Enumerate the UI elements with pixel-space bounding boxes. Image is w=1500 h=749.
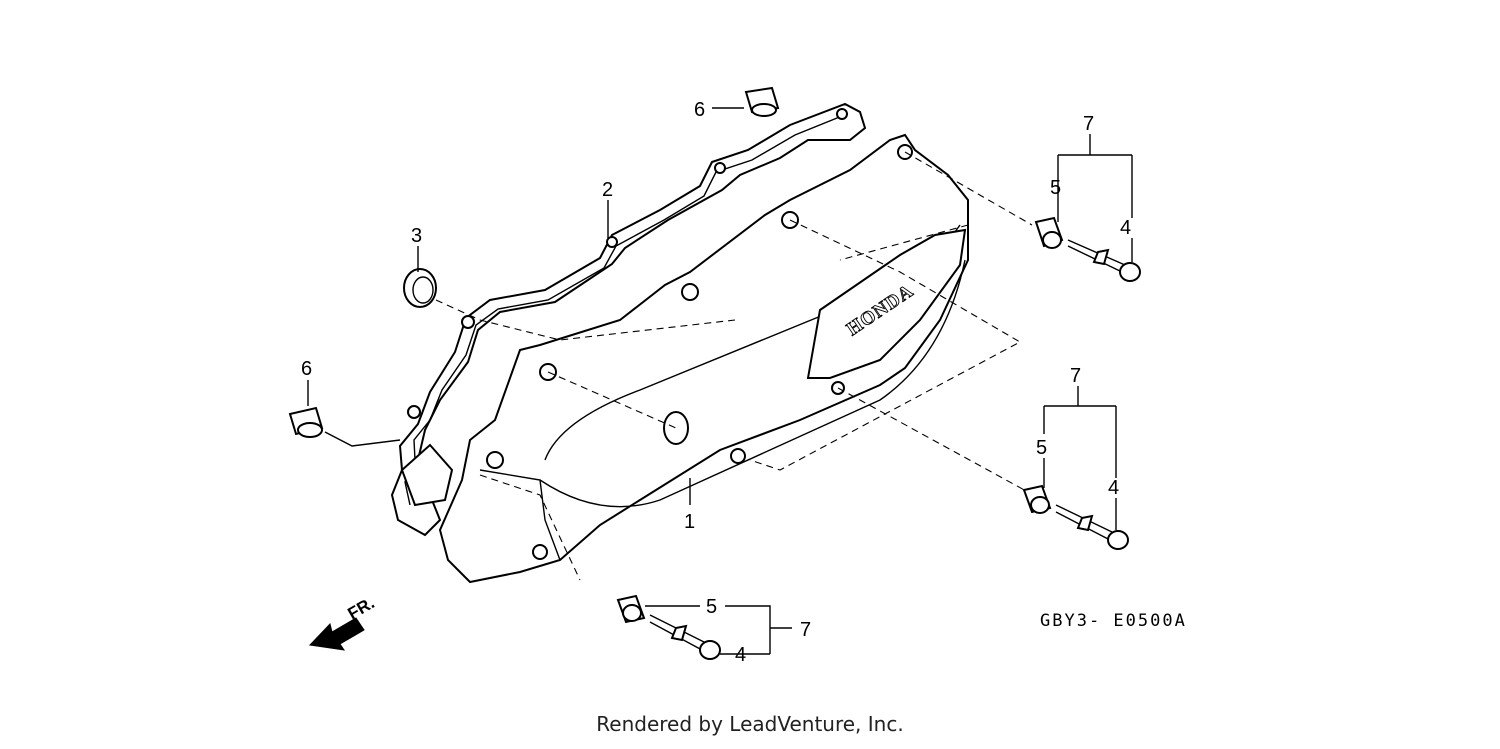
callout-6-left: 6: [301, 358, 312, 380]
gasket-hole: [407, 405, 421, 419]
diagram-code: GBY3- E0500A: [1040, 611, 1187, 631]
bolt-hole: [730, 448, 746, 464]
front-direction-label: FR.: [345, 593, 378, 623]
gasket-part: [390, 102, 867, 537]
leader-lines: [307, 107, 1133, 655]
bolt-upper: [1067, 239, 1141, 282]
bolt-hole: [532, 544, 548, 560]
callout-6-top: 6: [694, 99, 705, 121]
washer-lower: [616, 594, 646, 624]
callout-2: 2: [602, 179, 613, 201]
callout-5-upper: 5: [1050, 177, 1061, 199]
bolt-middle: [1055, 504, 1129, 550]
callout-4-lower: 4: [735, 644, 746, 666]
callout-5-middle: 5: [1036, 437, 1047, 459]
gasket-hole: [836, 108, 848, 120]
callout-7-lower: 7: [800, 619, 811, 641]
crankcase-cover-part: HONDA: [438, 133, 969, 584]
gasket-hole: [714, 162, 726, 174]
callout-1: 1: [684, 511, 695, 533]
dowel-pin-top: [744, 86, 780, 117]
bolt-lower: [649, 614, 721, 660]
callout-7-middle: 7: [1070, 365, 1081, 387]
cover-boss: [663, 411, 689, 445]
bolt-hole: [681, 283, 699, 301]
washer-middle: [1022, 484, 1052, 514]
callout-7-upper: 7: [1083, 113, 1094, 135]
gasket-hole: [606, 236, 618, 248]
callout-4-upper: 4: [1120, 217, 1131, 239]
seal-ring-part: [403, 268, 437, 308]
footer-credit: Rendered by LeadVenture, Inc.: [596, 712, 904, 736]
callout-5-lower: 5: [706, 596, 717, 618]
dashed-guides: [435, 151, 1033, 581]
callout-4-middle: 4: [1108, 477, 1119, 499]
dowel-pin-left: [288, 406, 324, 438]
gasket-hole: [461, 315, 475, 329]
front-direction-arrow-icon: FR.: [308, 593, 378, 651]
bolt-hole: [486, 451, 504, 469]
washer-upper: [1034, 216, 1064, 249]
callout-3: 3: [411, 225, 422, 247]
